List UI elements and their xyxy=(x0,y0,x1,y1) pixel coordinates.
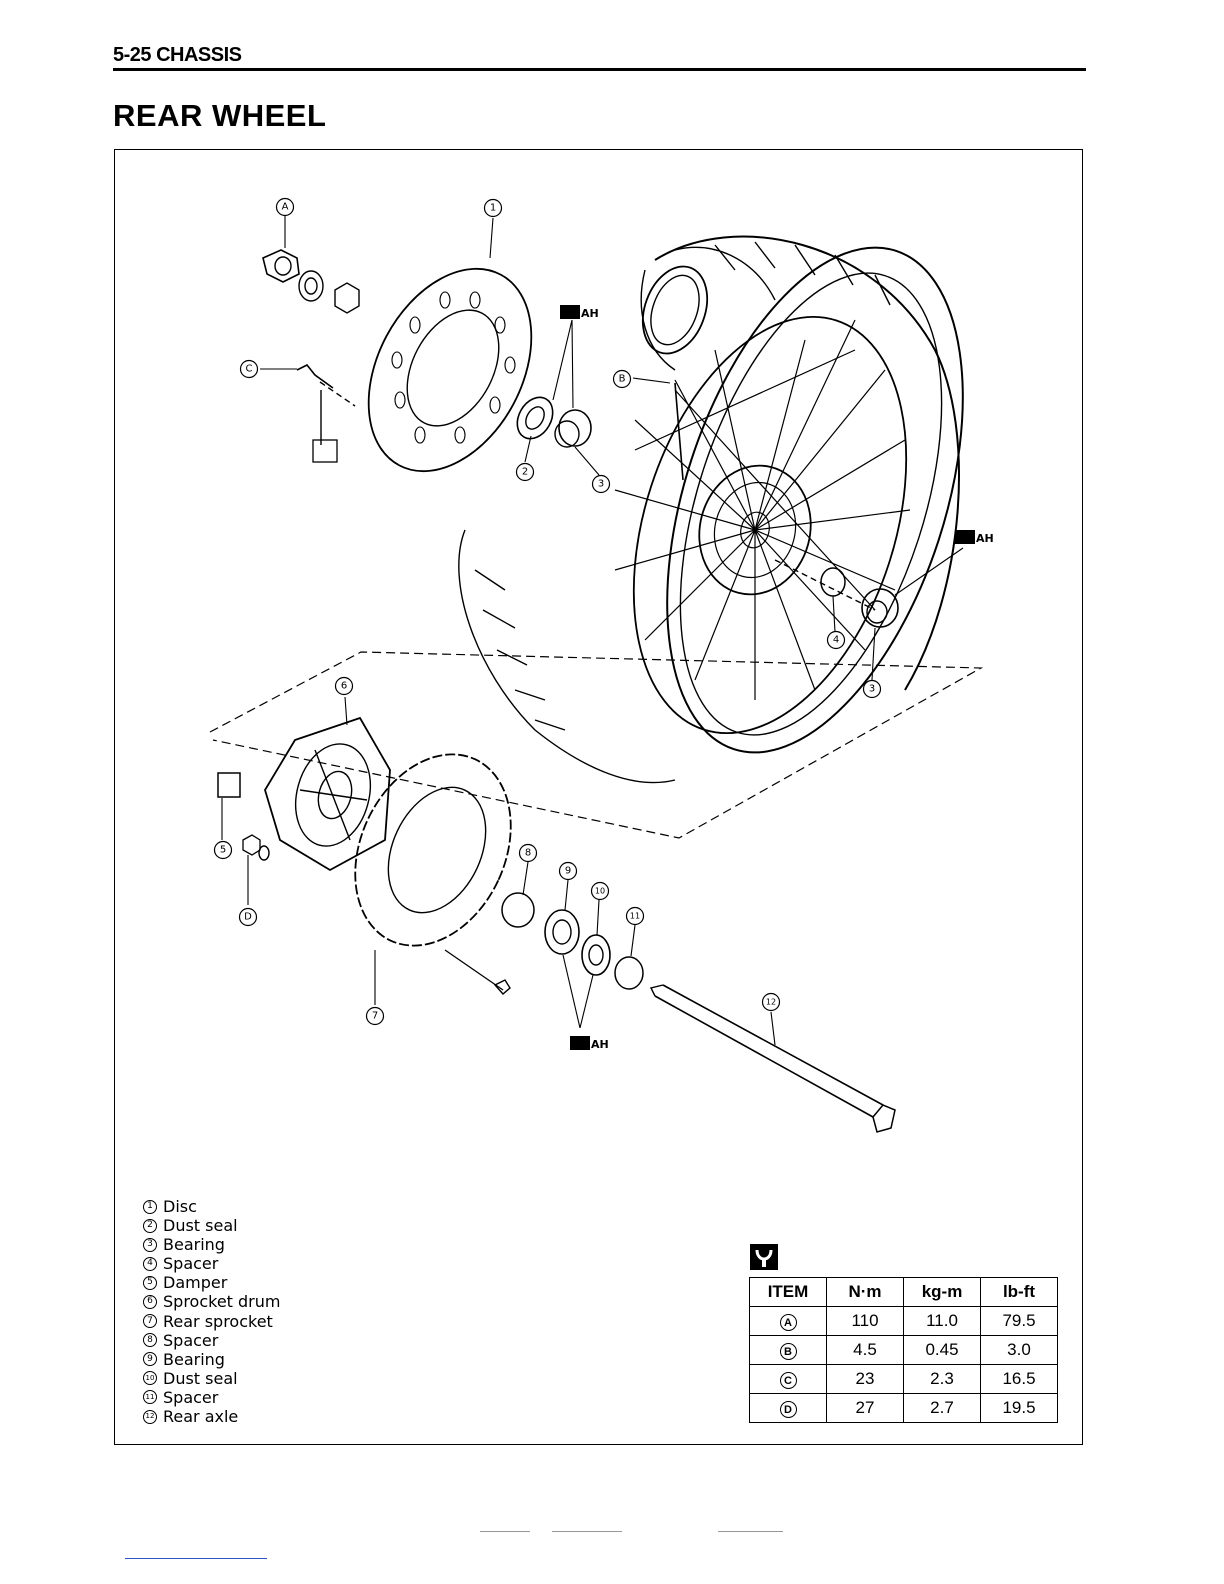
grease-label-right: AH xyxy=(976,532,994,545)
header-rule xyxy=(113,68,1086,71)
scan-artifact xyxy=(480,1531,530,1532)
dust-seal-2 xyxy=(510,391,560,445)
callout-9: 9 xyxy=(565,866,571,877)
col-header-kgm: kg-m xyxy=(904,1278,981,1307)
callout-C: C xyxy=(246,364,253,375)
torque-wrench-icon xyxy=(750,1244,778,1270)
bearing-9 xyxy=(545,910,579,954)
callout-8: 8 xyxy=(525,848,531,859)
sprocket-nut xyxy=(243,835,260,855)
callout-5: 5 xyxy=(220,845,226,856)
callout-11: 11 xyxy=(630,912,640,921)
table-row: A 110 11.0 79.5 xyxy=(750,1307,1058,1336)
scan-artifact xyxy=(718,1531,783,1532)
col-header-lbft: lb-ft xyxy=(981,1278,1058,1307)
callout-1: 1 xyxy=(490,203,496,214)
item-mark: B xyxy=(780,1343,797,1360)
callout-10: 10 xyxy=(595,887,605,896)
wheel-spokes-hub xyxy=(615,320,910,700)
callout-3-right: 3 xyxy=(869,684,875,695)
rear-sprocket xyxy=(325,729,540,994)
spacer-4 xyxy=(821,568,845,596)
torque-table: ITEM N·m kg-m lb-ft A 110 11.0 79.5 B 4.… xyxy=(749,1277,1058,1423)
assembly-outline xyxy=(210,652,981,838)
item-mark: A xyxy=(780,1314,797,1331)
brake-disc xyxy=(336,241,565,499)
spacer-8 xyxy=(502,893,534,927)
callout-A: A xyxy=(282,202,289,213)
bearing-3 xyxy=(559,410,591,446)
table-row: C 23 2.3 16.5 xyxy=(750,1365,1058,1394)
col-header-nm: N·m xyxy=(827,1278,904,1307)
rear-axle xyxy=(651,985,895,1132)
callout-6: 6 xyxy=(341,681,347,692)
table-row: D 27 2.7 19.5 xyxy=(750,1394,1058,1423)
col-header-item: ITEM xyxy=(750,1278,827,1307)
callout-D: D xyxy=(244,912,252,923)
damper xyxy=(218,773,240,797)
callout-12: 12 xyxy=(766,998,776,1007)
sprocket-drum xyxy=(265,718,390,870)
grease-label-top: AH xyxy=(581,307,599,320)
callout-4: 4 xyxy=(833,635,839,646)
section-label: 5-25 CHASSIS xyxy=(113,44,242,67)
callout-7: 7 xyxy=(372,1011,378,1022)
disc-bolt xyxy=(297,365,355,462)
spacer-11 xyxy=(615,957,643,989)
callout-B: B xyxy=(619,374,626,385)
page-title: REAR WHEEL xyxy=(113,98,326,134)
axle-nut-washer xyxy=(263,250,359,313)
item-mark: D xyxy=(780,1401,797,1418)
callout-2: 2 xyxy=(522,467,528,478)
footer-link-underline xyxy=(125,1558,267,1559)
callout-3: 3 xyxy=(598,479,604,490)
dust-seal-10 xyxy=(582,935,610,975)
scan-artifact xyxy=(552,1531,622,1532)
grease-label-bottom: AH xyxy=(591,1038,609,1051)
rear-wheel-exploded-diagram: AH AH AH A 1 C B 2 3 4 3 6 5 D 7 8 9 10 … xyxy=(115,150,1082,1190)
table-row: B 4.5 0.45 3.0 xyxy=(750,1336,1058,1365)
item-mark: C xyxy=(780,1372,797,1389)
